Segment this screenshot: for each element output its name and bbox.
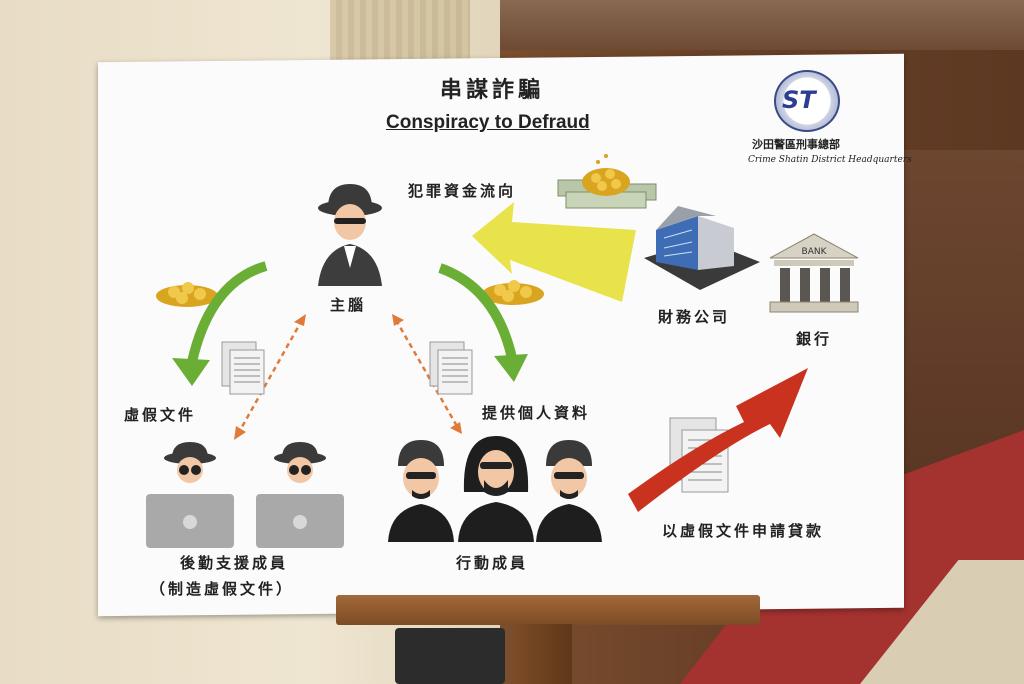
money-flow-arrow	[472, 202, 636, 302]
support-member-icon-2	[256, 442, 344, 548]
label-support-members: 後勤支援成員	[180, 554, 289, 572]
green-arrow-right	[438, 263, 528, 382]
dashed-arrow-left	[234, 314, 306, 440]
loan-application-arrow	[628, 368, 808, 512]
easel-ledge	[336, 595, 760, 625]
bank-sign: BANK	[802, 247, 828, 257]
label-provide-info: 提供個人資料	[482, 404, 591, 422]
curtain	[330, 0, 470, 60]
support-member-icon-1	[146, 442, 234, 548]
wood-panel	[880, 150, 1024, 480]
gold-coins-left-icon	[156, 282, 218, 307]
label-mastermind: 主腦	[330, 296, 367, 314]
action-member-icon-3	[536, 440, 602, 542]
equipment-case	[395, 628, 505, 684]
action-member-icon-2	[458, 436, 534, 542]
title-english: Conspiracy to Defraud	[386, 112, 590, 133]
money-pile-icon	[557, 154, 657, 209]
mastermind-icon	[318, 184, 382, 286]
hq-name-english: Crime Shatin District Headquarters	[748, 155, 912, 165]
document-icon-center	[429, 341, 473, 395]
dashed-arrow-right	[392, 314, 462, 434]
title-chinese: 串謀詐騙	[440, 77, 545, 103]
logo-text: ST	[782, 86, 816, 114]
finance-company-building-icon	[644, 206, 760, 290]
gold-coins-right-icon	[482, 280, 544, 305]
label-finance-company: 財務公司	[658, 308, 731, 326]
document-icon-left	[221, 341, 265, 395]
label-bank: 銀行	[796, 330, 833, 348]
label-crime-money-flow: 犯罪資金流向	[408, 182, 517, 200]
bank-icon: BANK	[769, 233, 859, 313]
ceiling	[500, 0, 1024, 50]
label-support-note: （制造虛假文件）	[150, 580, 295, 598]
easel-stand	[512, 624, 572, 684]
label-apply-loan: 以虛假文件申請貸款	[662, 522, 825, 540]
label-fake-docs: 虛假文件	[124, 406, 197, 424]
green-arrow-left	[172, 261, 268, 386]
police-district-logo: ST	[774, 70, 840, 132]
label-action-members: 行動成員	[456, 554, 529, 572]
hq-name-chinese: 沙田警區刑事總部	[752, 138, 840, 151]
action-member-icon-1	[388, 440, 454, 542]
